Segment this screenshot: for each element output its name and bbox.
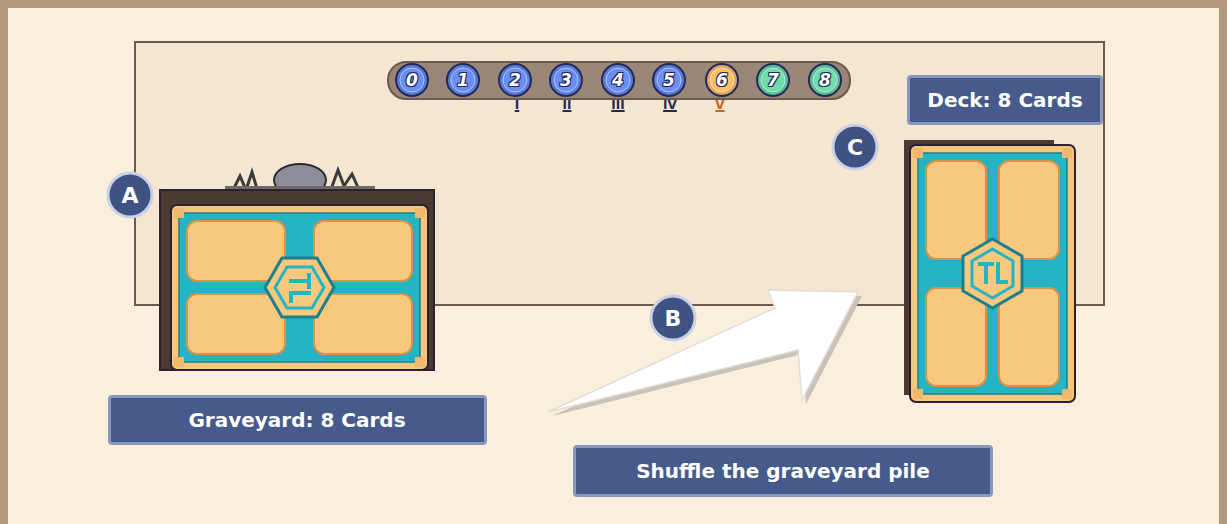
callout-letter: A	[121, 183, 138, 208]
callout-letter: B	[665, 306, 682, 331]
token-ring	[809, 64, 841, 96]
token-track	[388, 62, 850, 99]
number-token: 4	[601, 63, 635, 97]
number-token: 5	[652, 63, 686, 97]
graveyard-slot	[160, 190, 434, 370]
token-face	[657, 68, 681, 92]
instruction-label: Shuffle the graveyard pile	[573, 445, 993, 497]
token-ring	[653, 64, 685, 96]
graveyard-card	[171, 205, 428, 370]
number-token: 3	[549, 63, 583, 97]
token-ring	[499, 64, 531, 96]
tier-numeral: I	[515, 98, 519, 112]
token-face	[761, 68, 785, 92]
outer-frame	[4, 4, 1223, 524]
number-token: 0	[395, 63, 429, 97]
callout-circle	[833, 125, 877, 169]
number-token: 6	[705, 63, 739, 97]
token-ring	[396, 64, 428, 96]
token-ring	[602, 64, 634, 96]
pile-count-label: Deck: 8 Cards	[907, 75, 1102, 125]
token-face	[554, 68, 578, 92]
pile-count-label: Graveyard: 8 Cards	[108, 395, 487, 445]
callout-circle	[108, 173, 152, 217]
art-shape	[548, 290, 858, 412]
tier-numeral: IV	[663, 98, 677, 112]
token-number: 8	[819, 70, 831, 90]
token-face	[606, 68, 630, 92]
token-number: 6	[716, 70, 728, 90]
token-number: 3	[560, 70, 572, 90]
tier-numeral: V	[715, 98, 724, 112]
number-token: 1	[446, 63, 480, 97]
token-ring	[706, 64, 738, 96]
token-ring	[757, 64, 789, 96]
token-number: 4	[612, 70, 624, 90]
label-text: Graveyard: 8 Cards	[188, 408, 405, 432]
token-face	[813, 68, 837, 92]
shuffle-arrow	[548, 290, 862, 416]
number-token: 2	[498, 63, 532, 97]
deck-card	[910, 145, 1075, 402]
callout-badge: C	[831, 123, 879, 171]
token-number: 1	[457, 70, 469, 90]
callout-circle	[651, 296, 695, 340]
token-ring	[550, 64, 582, 96]
token-face	[710, 68, 734, 92]
callout-badge: A	[106, 171, 154, 219]
token-face	[400, 68, 424, 92]
token-number: 2	[509, 70, 521, 90]
callout-letter: C	[847, 135, 863, 160]
tier-numeral: II	[563, 98, 572, 112]
number-token: 8	[808, 63, 842, 97]
callout-badge: B	[649, 294, 697, 342]
number-token: 7	[756, 63, 790, 97]
token-number: 5	[663, 70, 675, 90]
tier-numeral: III	[611, 98, 624, 112]
token-face	[451, 68, 475, 92]
token-face	[503, 68, 527, 92]
art-shape	[910, 145, 1075, 402]
token-ring	[447, 64, 479, 96]
token-number: 0	[406, 70, 418, 90]
token-number: 7	[767, 70, 779, 90]
label-text: Shuffle the graveyard pile	[636, 459, 930, 483]
art-shape	[171, 205, 428, 370]
label-text: Deck: 8 Cards	[927, 88, 1082, 112]
